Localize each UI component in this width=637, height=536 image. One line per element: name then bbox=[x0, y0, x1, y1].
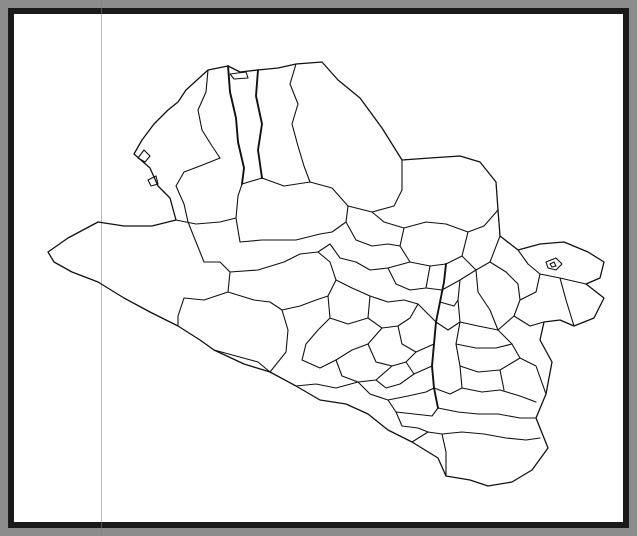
boundary-central-3 bbox=[177, 261, 231, 327]
boundary-east-5 bbox=[387, 265, 431, 291]
boundary-east-12 bbox=[475, 269, 515, 331]
boundary-south-1 bbox=[295, 381, 359, 389]
boundary-cs-5 bbox=[335, 327, 383, 361]
boundary-south-2 bbox=[357, 381, 435, 401]
scan-fold-line bbox=[101, 0, 102, 536]
boundary-cs-4 bbox=[329, 317, 369, 325]
lake-northeast-inner bbox=[549, 261, 557, 268]
boundary-south-5 bbox=[499, 369, 505, 391]
boundary-cs-12 bbox=[459, 357, 521, 373]
boundary-central-6 bbox=[281, 251, 337, 311]
boundary-cs-9 bbox=[405, 361, 433, 375]
boundary-east-8 bbox=[489, 261, 545, 327]
boundary-cs-11 bbox=[455, 343, 513, 349]
boundary-cs-13 bbox=[439, 299, 459, 307]
boundary-east-4 bbox=[329, 243, 411, 271]
boundary-north-1 bbox=[197, 69, 221, 159]
boundary-south-8 bbox=[411, 431, 541, 443]
boundary-east-7 bbox=[461, 255, 477, 271]
boundary-east-3 bbox=[345, 221, 401, 247]
boundary-spine bbox=[431, 263, 447, 409]
boundary-central-2 bbox=[235, 205, 349, 243]
boundary-cs-1 bbox=[335, 279, 437, 323]
boundary-south-10 bbox=[441, 433, 447, 477]
boundary-south-4 bbox=[433, 387, 537, 403]
boundary-north-2 bbox=[227, 65, 245, 185]
boundary-south-9 bbox=[395, 411, 429, 433]
boundary-north-3 bbox=[255, 69, 263, 179]
boundary-cs-8 bbox=[335, 359, 393, 383]
boundary-cs-3 bbox=[367, 295, 419, 329]
country-outline bbox=[47, 61, 605, 487]
coast-detail-1 bbox=[137, 149, 151, 163]
boundary-east-6 bbox=[425, 235, 501, 291]
boundary-cs-14 bbox=[435, 321, 461, 331]
boundary-south-3 bbox=[375, 373, 415, 389]
north-tip-detail bbox=[229, 71, 249, 80]
boundary-east-2 bbox=[399, 227, 469, 267]
boundary-central-5 bbox=[227, 291, 289, 373]
boundary-south-6 bbox=[387, 399, 439, 417]
lake-northeast bbox=[545, 257, 563, 271]
boundary-spine-east bbox=[455, 279, 463, 389]
map-paper bbox=[14, 14, 623, 522]
boundary-north-6 bbox=[241, 159, 403, 213]
boundary-east-10 bbox=[519, 273, 541, 301]
boundary-south-11 bbox=[213, 349, 271, 373]
boundary-central-4 bbox=[229, 243, 331, 273]
coast-detail-2 bbox=[147, 175, 159, 187]
boundary-cs-6 bbox=[397, 325, 435, 353]
boundary-central-1 bbox=[175, 183, 243, 225]
boundary-north-5 bbox=[175, 157, 221, 263]
boundary-south-7 bbox=[437, 407, 537, 419]
boundary-cs-2 bbox=[301, 295, 337, 369]
boundary-north-4 bbox=[289, 63, 311, 183]
boundary-east-11 bbox=[559, 277, 575, 327]
boundary-east-1 bbox=[371, 209, 499, 233]
